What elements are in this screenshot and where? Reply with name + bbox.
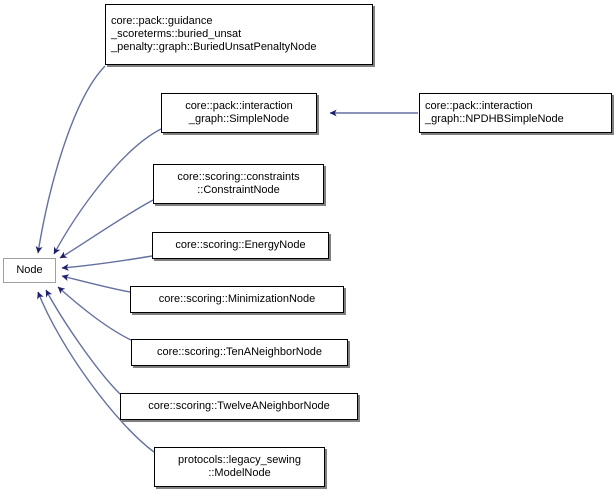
class-box-simple-node[interactable]: core::pack::interaction _graph::SimpleNo… [161,93,317,133]
edge-tena [57,286,132,341]
class-label-constraint-node: core::scoring::constraints ::ConstraintN… [177,171,300,196]
class-label-twelvea-neighbor-node: core::scoring::TwelveANeighborNode [148,400,330,412]
class-label-minimization-node: core::scoring::MinimizationNode [158,293,316,305]
class-label-root: Node [16,264,43,276]
edge-buried-unsat [35,65,106,254]
class-label-tena-neighbor-node: core::scoring::TenANeighborNode [156,346,323,358]
edge-energy [61,255,153,271]
edge-model [37,291,155,453]
edge-minimization [61,274,131,293]
edge-constraint [59,199,154,259]
class-box-twelvea-neighbor-node[interactable]: core::scoring::TwelveANeighborNode [120,393,358,420]
class-box-minimization-node[interactable]: core::scoring::MinimizationNode [130,286,344,313]
class-box-root[interactable]: Node [3,258,56,283]
class-box-tena-neighbor-node[interactable]: core::scoring::TenANeighborNode [131,339,348,366]
class-box-energy-node[interactable]: core::scoring::EnergyNode [152,232,329,259]
class-box-constraint-node[interactable]: core::scoring::constraints ::ConstraintN… [153,164,324,204]
class-label-simple-node: core::pack::interaction _graph::SimpleNo… [185,100,293,125]
edge-twelvea [45,289,121,395]
class-label-model-node: protocols::legacy_sewing ::ModelNode [178,454,301,479]
class-label-npdhb-simple-node: core::pack::interaction _graph::NPDHBSim… [425,100,564,125]
edge-simple [53,128,162,255]
class-box-npdhb-simple-node[interactable]: core::pack::interaction _graph::NPDHBSim… [419,93,612,133]
class-label-energy-node: core::scoring::EnergyNode [175,239,306,251]
class-box-model-node[interactable]: protocols::legacy_sewing ::ModelNode [154,447,325,487]
class-box-buried-unsat-penalty-node[interactable]: core::pack::guidance _scoreterms::buried… [105,4,373,65]
class-label-buried-unsat-penalty-node: core::pack::guidance _scoreterms::buried… [111,15,317,53]
